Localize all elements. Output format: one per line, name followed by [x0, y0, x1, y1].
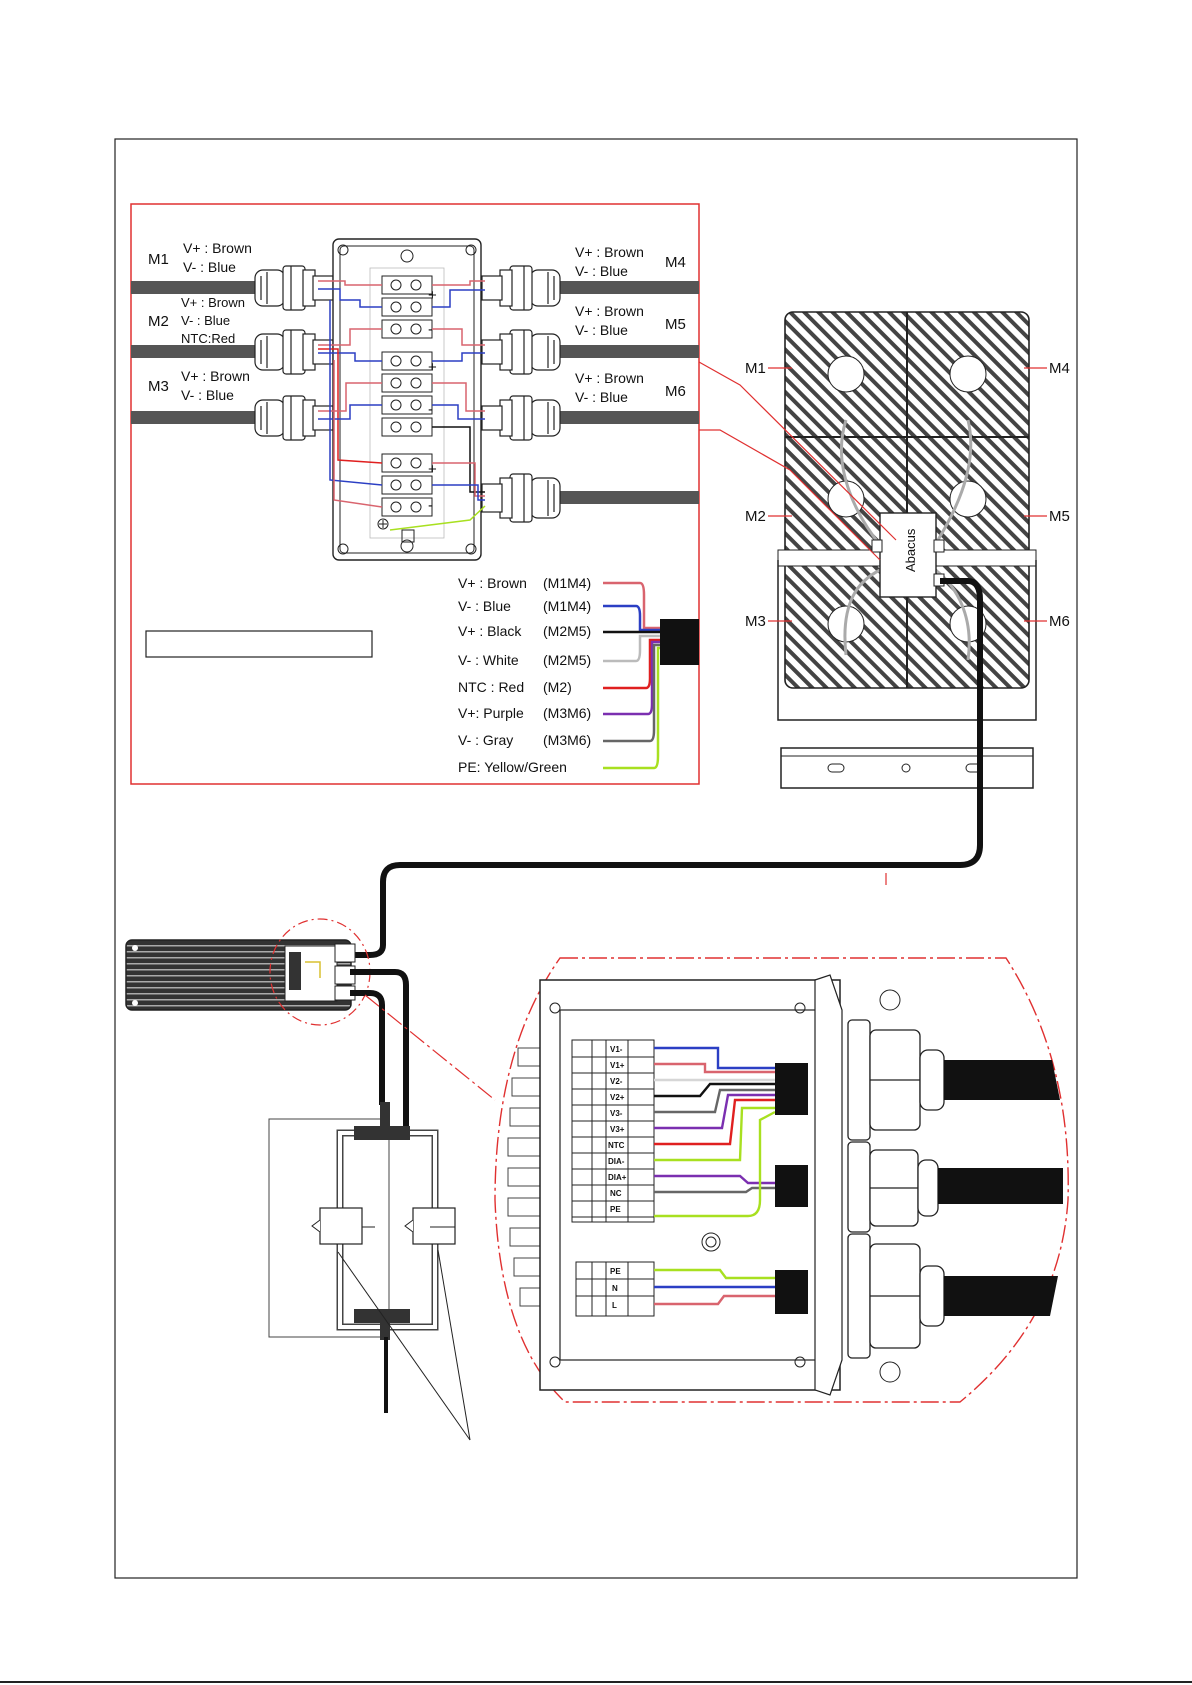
ground-screw-icon [377, 518, 389, 530]
legend-group: (M2) [543, 679, 572, 695]
page-frame [114, 138, 1078, 1579]
terminal-v2-minus: V2- [610, 1077, 623, 1086]
legend-label: NTC : Red [458, 679, 524, 695]
m2-line-3: NTC:Red [181, 331, 235, 346]
terminal-wires [654, 1046, 776, 1306]
legend-group: (M1M4) [543, 575, 591, 591]
signal-terminal-block: V1- V1+ V2- V2+ V3- V3+ NTC DIA- DIA+ NC… [571, 1039, 655, 1223]
m2-line-1: V+ : Brown [181, 295, 245, 310]
terminal-mains-l: L [612, 1301, 617, 1310]
m3-line-2: V- : Blue [181, 387, 234, 403]
terminal-plus-mark: + [428, 359, 437, 376]
m3-line-1: V+ : Brown [181, 368, 250, 384]
fixture-label-m1: M1 [745, 360, 766, 377]
terminal-plus-mark: + [428, 287, 437, 304]
terminal-v3-minus: V3- [610, 1109, 623, 1118]
terminal-minus-mark: - [428, 497, 433, 514]
fixture-label-m5: M5 [1049, 508, 1070, 525]
m2-line-2: V- : Blue [181, 313, 230, 328]
fixture-label-m2: M2 [745, 508, 766, 525]
luminaire-fixture: Abacus M1 M2 M3 M4 M5 M6 [745, 311, 1070, 789]
legend-group: (M2M5) [543, 623, 591, 639]
legend-wires [603, 581, 660, 770]
terminal-v1-plus: V1+ [610, 1061, 625, 1070]
terminal-dia-plus: DIA+ [608, 1173, 627, 1182]
blank-label-box [145, 630, 373, 658]
fixture-label-m6: M6 [1049, 613, 1070, 630]
legend-label: V+: Purple [458, 705, 524, 721]
driver-output-cable-2 [350, 990, 385, 1105]
detail-leader-upper [698, 361, 897, 541]
main-output-cable [345, 578, 983, 958]
module-label-m5: M5 [665, 316, 686, 333]
legend-group: (M3M6) [543, 732, 591, 748]
m6-line-2: V- : Blue [575, 389, 628, 405]
terminal-plus-mark: + [428, 461, 437, 478]
legend-label: V+ : Black [458, 623, 522, 639]
terminal-mains-pe: PE [610, 1267, 621, 1276]
fixture-label-m3: M3 [745, 613, 766, 630]
right-cable-glands [481, 265, 561, 523]
mains-terminal-block: PE N L [575, 1261, 655, 1317]
legend-group: (M2M5) [543, 652, 591, 668]
driver-terminal-detail: V1- V1+ V2- V2+ V3- V3+ NTC DIA- DIA+ NC… [494, 957, 1069, 1403]
left-cable-glands [254, 265, 334, 441]
module-label-m6: M6 [665, 383, 686, 400]
terminal-v2-plus: V2+ [610, 1093, 625, 1102]
detail-leader-driver [364, 994, 496, 1101]
splitter-network [268, 1102, 471, 1441]
internal-wires [318, 280, 486, 531]
terminal-nc: NC [610, 1189, 622, 1198]
terminal-minus-mark: - [428, 401, 433, 418]
terminal-v1-minus: V1- [610, 1045, 623, 1054]
m1-line-1: V+ : Brown [183, 240, 252, 256]
detail-leader-lower [699, 429, 881, 561]
driver-output-cable-1 [350, 969, 409, 1137]
legend-label: V- : Blue [458, 598, 511, 614]
junction-box: + - + - + - [318, 238, 486, 561]
m5-line-1: V+ : Brown [575, 303, 644, 319]
terminal-v3-plus: V3+ [610, 1125, 625, 1134]
terminal-dia-minus: DIA- [608, 1157, 625, 1166]
module-cables [131, 281, 699, 504]
led-driver [125, 939, 356, 1011]
terminal-ntc: NTC [608, 1141, 625, 1150]
module-label-m4: M4 [665, 254, 686, 271]
m4-line-2: V- : Blue [575, 263, 628, 279]
wire-legend: V+ : Brown (M1M4) V- : Blue (M1M4) V+ : … [458, 575, 699, 775]
module-label-m2: M2 [148, 313, 169, 330]
legend-group: (M1M4) [543, 598, 591, 614]
legend-label: PE: Yellow/Green [458, 759, 567, 775]
fixture-label-m4: M4 [1049, 360, 1070, 377]
legend-group: (M3M6) [543, 705, 591, 721]
m5-line-2: V- : Blue [575, 322, 628, 338]
legend-label: V- : White [458, 652, 519, 668]
junction-wiring-panel: + - + - + - [130, 203, 700, 785]
legend-label: V- : Gray [458, 732, 513, 748]
module-label-m3: M3 [148, 378, 169, 395]
m4-line-1: V+ : Brown [575, 244, 644, 260]
m6-line-1: V+ : Brown [575, 370, 644, 386]
module-label-m1: M1 [148, 251, 169, 268]
legend-cable-end [660, 619, 699, 665]
legend-label: V+ : Brown [458, 575, 527, 591]
m1-line-2: V- : Blue [183, 259, 236, 275]
brand-label: Abacus [903, 528, 918, 572]
terminal-pe: PE [610, 1205, 621, 1214]
terminal-minus-mark: - [428, 321, 433, 338]
terminal-stack [381, 275, 433, 517]
terminal-mains-n: N [612, 1284, 618, 1293]
